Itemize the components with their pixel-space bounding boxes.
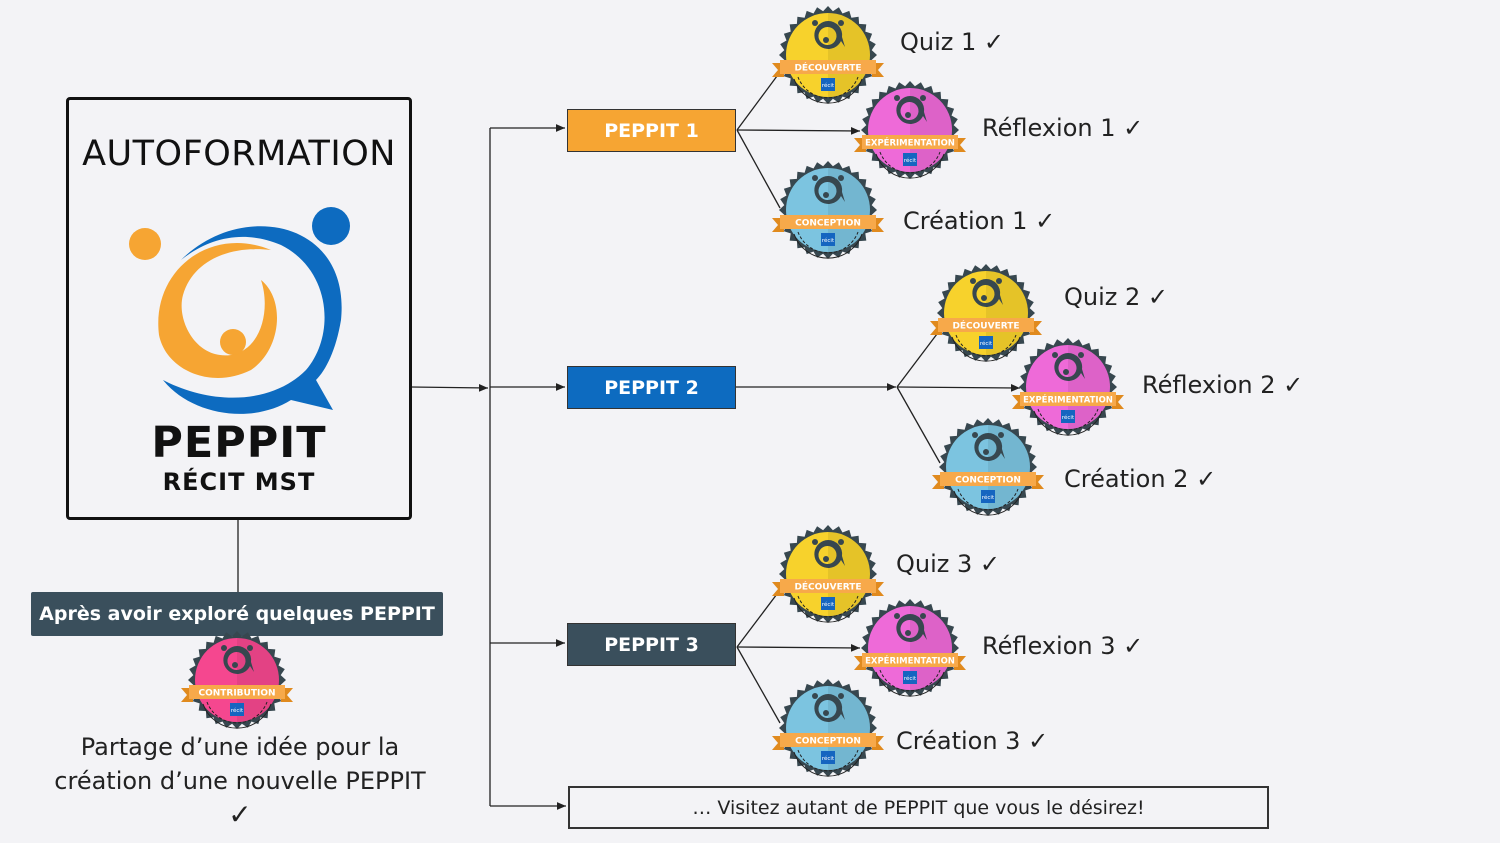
badge-logo-text: récit xyxy=(822,237,835,244)
check-icon: ✓ xyxy=(228,798,252,831)
badge-label: EXPÉRIMENTATION xyxy=(1023,394,1113,406)
activity-reflexion-3[interactable]: Réflexion 3 ✓ xyxy=(982,632,1144,660)
badge-quiz-2-icon: DÉCOUVERTE récit xyxy=(930,264,1042,362)
peppit-2-button[interactable]: PEPPIT 2 xyxy=(567,366,736,409)
activity-creation-3[interactable]: Création 3 ✓ xyxy=(896,727,1049,755)
badge-logo-text: récit xyxy=(980,340,993,347)
badge-creation-3-icon: CONCEPTION récit xyxy=(772,679,884,777)
activity-reflexion-2[interactable]: Réflexion 2 ✓ xyxy=(1142,371,1304,399)
badge-logo-text: récit xyxy=(822,755,835,762)
badge-logo-text: récit xyxy=(904,675,917,682)
contribution-text-line1: Partage d’une idée pour la xyxy=(80,733,400,761)
peppit-3-button[interactable]: PEPPIT 3 xyxy=(567,623,736,666)
badge-label: EXPÉRIMENTATION xyxy=(865,655,955,667)
activity-quiz-2[interactable]: Quiz 2 ✓ xyxy=(1064,283,1169,311)
badge-logo-text: récit xyxy=(904,157,917,164)
badge-creation-2-icon: CONCEPTION récit xyxy=(932,418,1044,516)
badge-contribution-icon: CONTRIBUTION récit xyxy=(181,631,293,729)
badge-reflexion-3-icon: EXPÉRIMENTATION récit xyxy=(854,599,966,697)
badge-label: DÉCOUVERTE xyxy=(794,62,861,74)
activity-creation-1[interactable]: Création 1 ✓ xyxy=(903,207,1056,235)
badge-logo-text: récit xyxy=(822,601,835,608)
badge-reflexion-1-icon: EXPÉRIMENTATION récit xyxy=(854,81,966,179)
contribution-header: Après avoir exploré quelques PEPPIT xyxy=(31,592,443,636)
contribution-text: Partage d’une idée pour la création d’un… xyxy=(40,730,440,832)
autoformation-box: AUTOFORMATION PEPPIT RÉCIT MST xyxy=(66,97,412,520)
visit-more-box: … Visitez autant de PEPPIT que vous le d… xyxy=(568,786,1269,829)
badge-label: CONCEPTION xyxy=(795,219,861,229)
badge-quiz-1-icon: DÉCOUVERTE récit xyxy=(772,6,884,104)
activity-quiz-3[interactable]: Quiz 3 ✓ xyxy=(896,550,1001,578)
badge-label: CONTRIBUTION xyxy=(198,689,275,699)
badge-label: EXPÉRIMENTATION xyxy=(865,137,955,149)
logo-subtitle: RÉCIT MST xyxy=(162,468,316,496)
peppit-logo-icon xyxy=(129,207,350,414)
activity-reflexion-1[interactable]: Réflexion 1 ✓ xyxy=(982,114,1144,142)
badge-label: DÉCOUVERTE xyxy=(952,320,1019,332)
badge-logo-text: récit xyxy=(231,707,244,714)
peppit-1-button[interactable]: PEPPIT 1 xyxy=(567,109,736,152)
autoformation-title: AUTOFORMATION xyxy=(82,134,396,174)
activity-quiz-1[interactable]: Quiz 1 ✓ xyxy=(900,28,1005,56)
badge-logo-text: récit xyxy=(982,494,995,501)
badge-quiz-3-icon: DÉCOUVERTE récit xyxy=(772,525,884,623)
badge-label: DÉCOUVERTE xyxy=(794,581,861,593)
logo-name: PEPPIT xyxy=(151,418,327,468)
activity-creation-2[interactable]: Création 2 ✓ xyxy=(1064,465,1217,493)
badge-label: CONCEPTION xyxy=(955,476,1021,486)
badge-logo-text: récit xyxy=(1062,414,1075,421)
contribution-text-line2: création d’une nouvelle PEPPIT xyxy=(54,767,426,795)
badge-reflexion-2-icon: EXPÉRIMENTATION récit xyxy=(1012,338,1124,436)
badge-creation-1-icon: CONCEPTION récit xyxy=(772,161,884,259)
badge-label: CONCEPTION xyxy=(795,737,861,747)
badge-logo-text: récit xyxy=(822,82,835,89)
